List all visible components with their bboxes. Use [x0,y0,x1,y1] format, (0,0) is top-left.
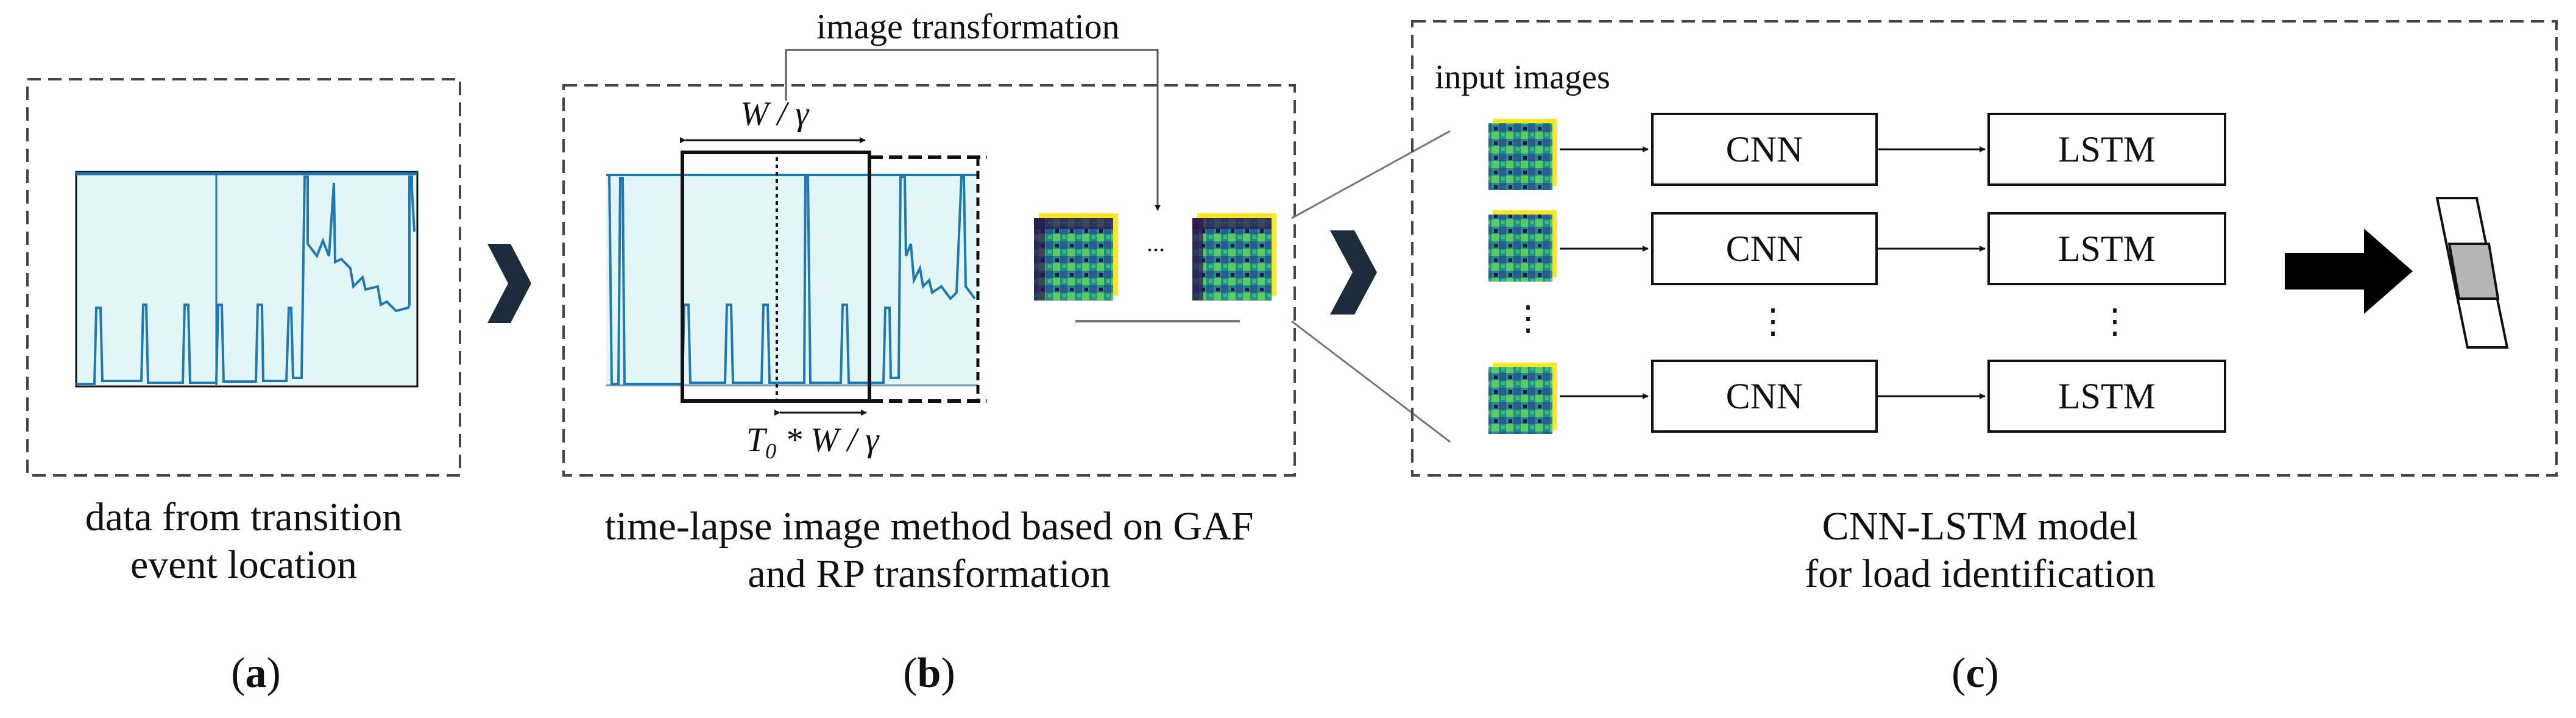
vdots-images: ⋮ [1511,300,1545,338]
flow-chevron-2 [1330,230,1377,315]
images-ellipsis: ... [1147,229,1165,257]
panel-c-frame [1411,20,2558,477]
image-transformation-label: image transformation [816,7,1120,46]
lstm-box-1: LSTM [1987,113,2226,186]
transformation-connector [785,49,1161,211]
flow-chevron-1 [487,244,531,323]
input-image-1 [1488,119,1557,190]
panel-b-caption: time-lapse image method based on GAF and… [548,503,1310,598]
panel-a-frame [26,78,461,477]
window-width-label: W / γ [740,95,809,133]
panel-a-letter: a [245,650,267,697]
panel-a-signal-plot [75,171,419,388]
input-image-3 [1488,363,1557,434]
panel-b-signal-plot [606,174,978,387]
panel-a-caption: data from transition event location [24,494,463,589]
panel-b-letter: b [917,650,941,697]
vdots-lstm: ⋮ [2098,303,2132,341]
output-arrow [2285,229,2413,314]
cnn-box-1: CNN [1651,113,1878,186]
step-label-sub: 0 [765,439,777,464]
cnn-box-2: CNN [1651,212,1878,285]
panel-a-caption-line-1: data from transition [85,495,403,539]
lstm-box-3: LSTM [1987,360,2226,433]
input-images-label: input images [1435,59,1610,96]
panel-a-caption-line-2: event location [130,542,358,587]
panel-b-caption-line-1: time-lapse image method based on GAF [604,504,1254,549]
panel-a-sublabel: (a) [231,650,281,697]
panel-c-sublabel: (c) [1951,650,1999,697]
gaf-image-stack-2 [1192,213,1276,300]
window-step-label: T0 * W / γ [746,421,879,464]
step-label-t: T [746,421,766,459]
input-image-2 [1488,210,1557,282]
output-vector [2435,197,2509,349]
panel-b-caption-line-2: and RP transformation [748,552,1111,596]
panel-c-caption-line-2: for load identification [1805,552,2156,596]
panel-c-caption-line-1: CNN-LSTM model [1822,504,2139,549]
lstm-box-2: LSTM [1987,212,2226,285]
step-label-rest: * W / γ [776,421,879,459]
vdots-cnn: ⋮ [1756,303,1790,341]
gaf-image-stack-1 [1034,213,1118,300]
zoom-line-top [1291,130,1451,219]
cnn-box-3: CNN [1651,360,1878,433]
panel-c-caption: CNN-LSTM model for load identification [1645,503,2315,598]
panel-b-frame [562,84,1296,477]
zoom-line-bottom [1291,320,1451,443]
panel-c-letter: c [1966,650,1985,697]
panel-b-sublabel: (b) [903,650,955,697]
